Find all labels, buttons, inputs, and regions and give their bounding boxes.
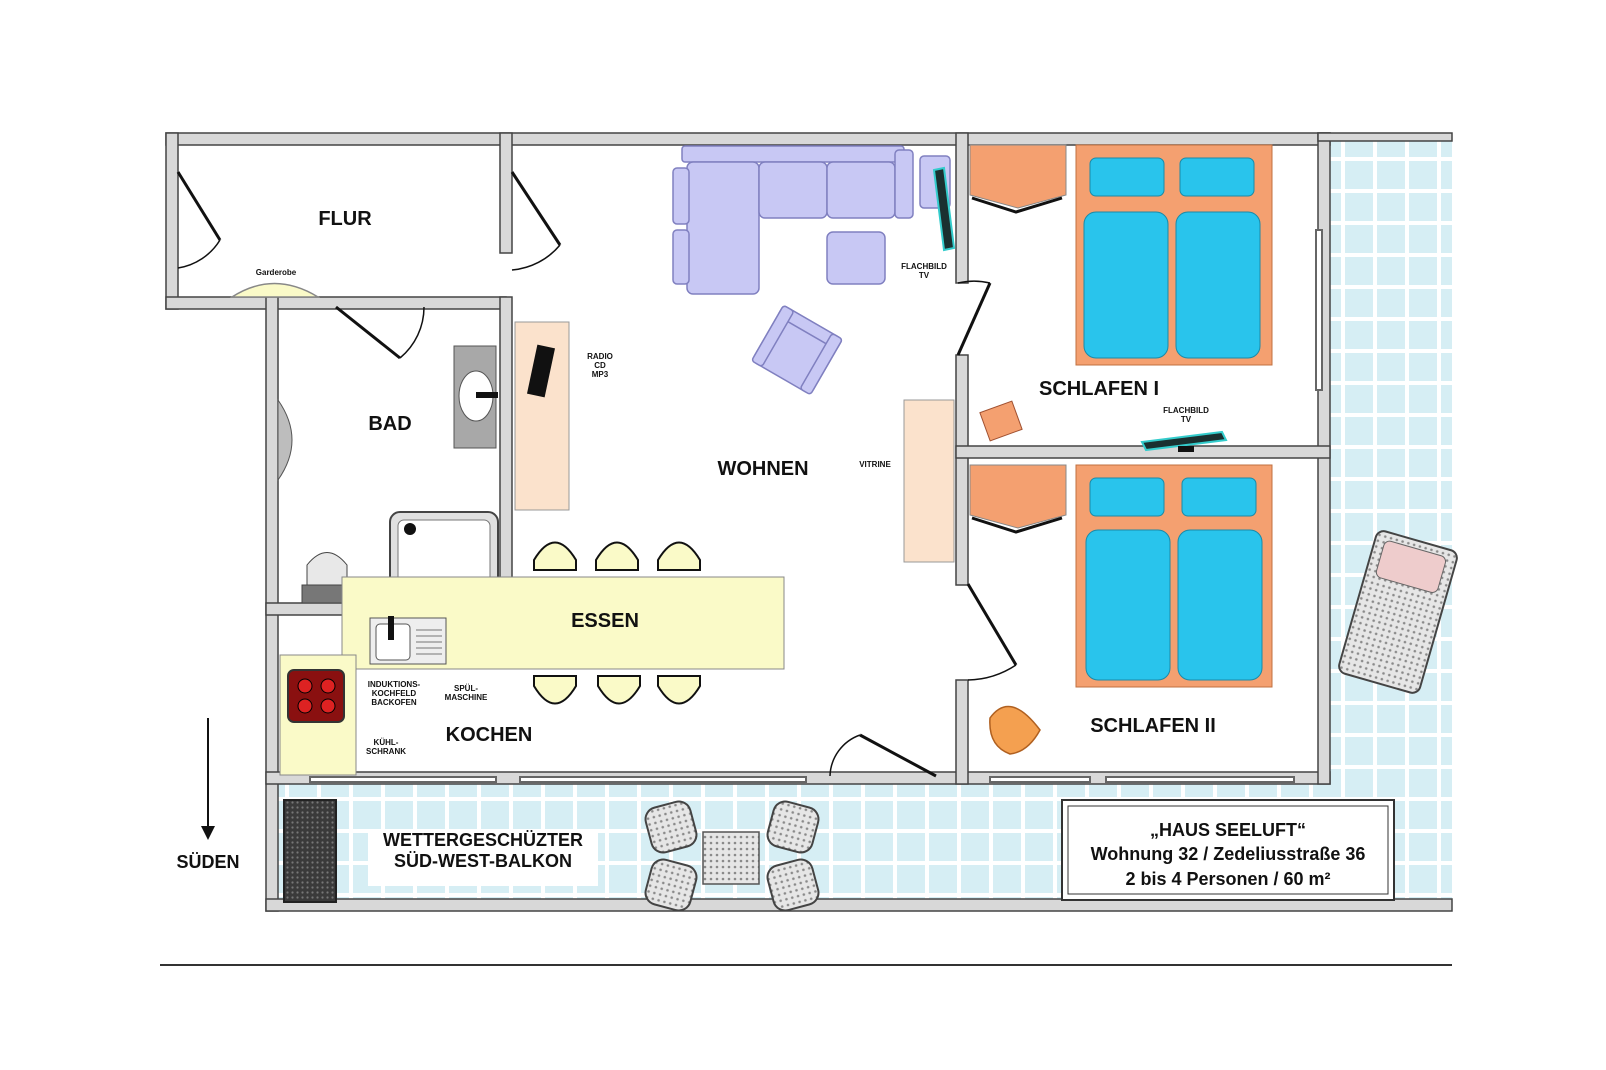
vitrine-label: VITRINE (859, 460, 891, 469)
balcony-table-set (644, 800, 820, 912)
sun-lounger (1338, 530, 1458, 694)
balcony-planter (283, 799, 337, 903)
window-frames (309, 229, 1323, 783)
info-title: „HAUS SEELUFT“ (1149, 820, 1306, 840)
room-label-kochen: KOCHEN (445, 724, 533, 746)
south-arrow-icon (201, 718, 215, 840)
fridge-label: KÜHL- SCHRANK (366, 738, 406, 757)
bedroom1-furniture (969, 144, 1273, 452)
radio-device (526, 344, 556, 398)
balcony-label-backdrop (368, 830, 598, 886)
room-label-wohnen: WOHNEN (717, 458, 809, 480)
tv-bedroom-label: FLACHBILD TV (1163, 406, 1209, 425)
garderobe-shelf (229, 282, 321, 298)
tv-living-label: FLACHBILD TV (901, 262, 947, 281)
vitrine (903, 399, 955, 563)
dishwasher-label: SPÜL- MASCHINE (444, 684, 488, 703)
room-label-schlafen-2: SCHLAFEN II (1090, 715, 1216, 737)
room-label-essen: ESSEN (571, 610, 639, 632)
balcony-label: WETTERGESCHÜZTER SÜD-WEST-BALKON (383, 830, 583, 871)
info-box (1061, 799, 1395, 901)
south-label: SÜDEN (176, 852, 240, 872)
sofa (672, 145, 951, 295)
room-label-schlafen-1: SCHLAFEN I (1039, 378, 1159, 400)
armchair (751, 305, 843, 395)
bathroom-fixtures (277, 345, 499, 604)
cooktop-label: INDUKTIONS- KOCHFELD BACKOFEN (367, 680, 421, 708)
bar-stools (533, 541, 701, 705)
garderobe-label: Garderobe (255, 268, 297, 277)
room-label-bad: BAD (368, 413, 412, 435)
sink (369, 616, 447, 665)
tv-living (932, 166, 956, 252)
info-box-text: „HAUS SEELUFT“ Wohnung 32 / Zedeliusstra… (1068, 818, 1388, 891)
bedroom2-furniture (969, 464, 1273, 755)
info-address: Wohnung 32 / Zedeliusstraße 36 (1090, 844, 1366, 865)
radio-label: RADIO CD MP3 (587, 352, 613, 380)
info-capacity: 2 bis 4 Personen / 60 m² (1125, 868, 1331, 889)
room-label-flur: FLUR (318, 208, 372, 230)
door-swings (176, 171, 1018, 778)
cooktop (287, 669, 345, 723)
